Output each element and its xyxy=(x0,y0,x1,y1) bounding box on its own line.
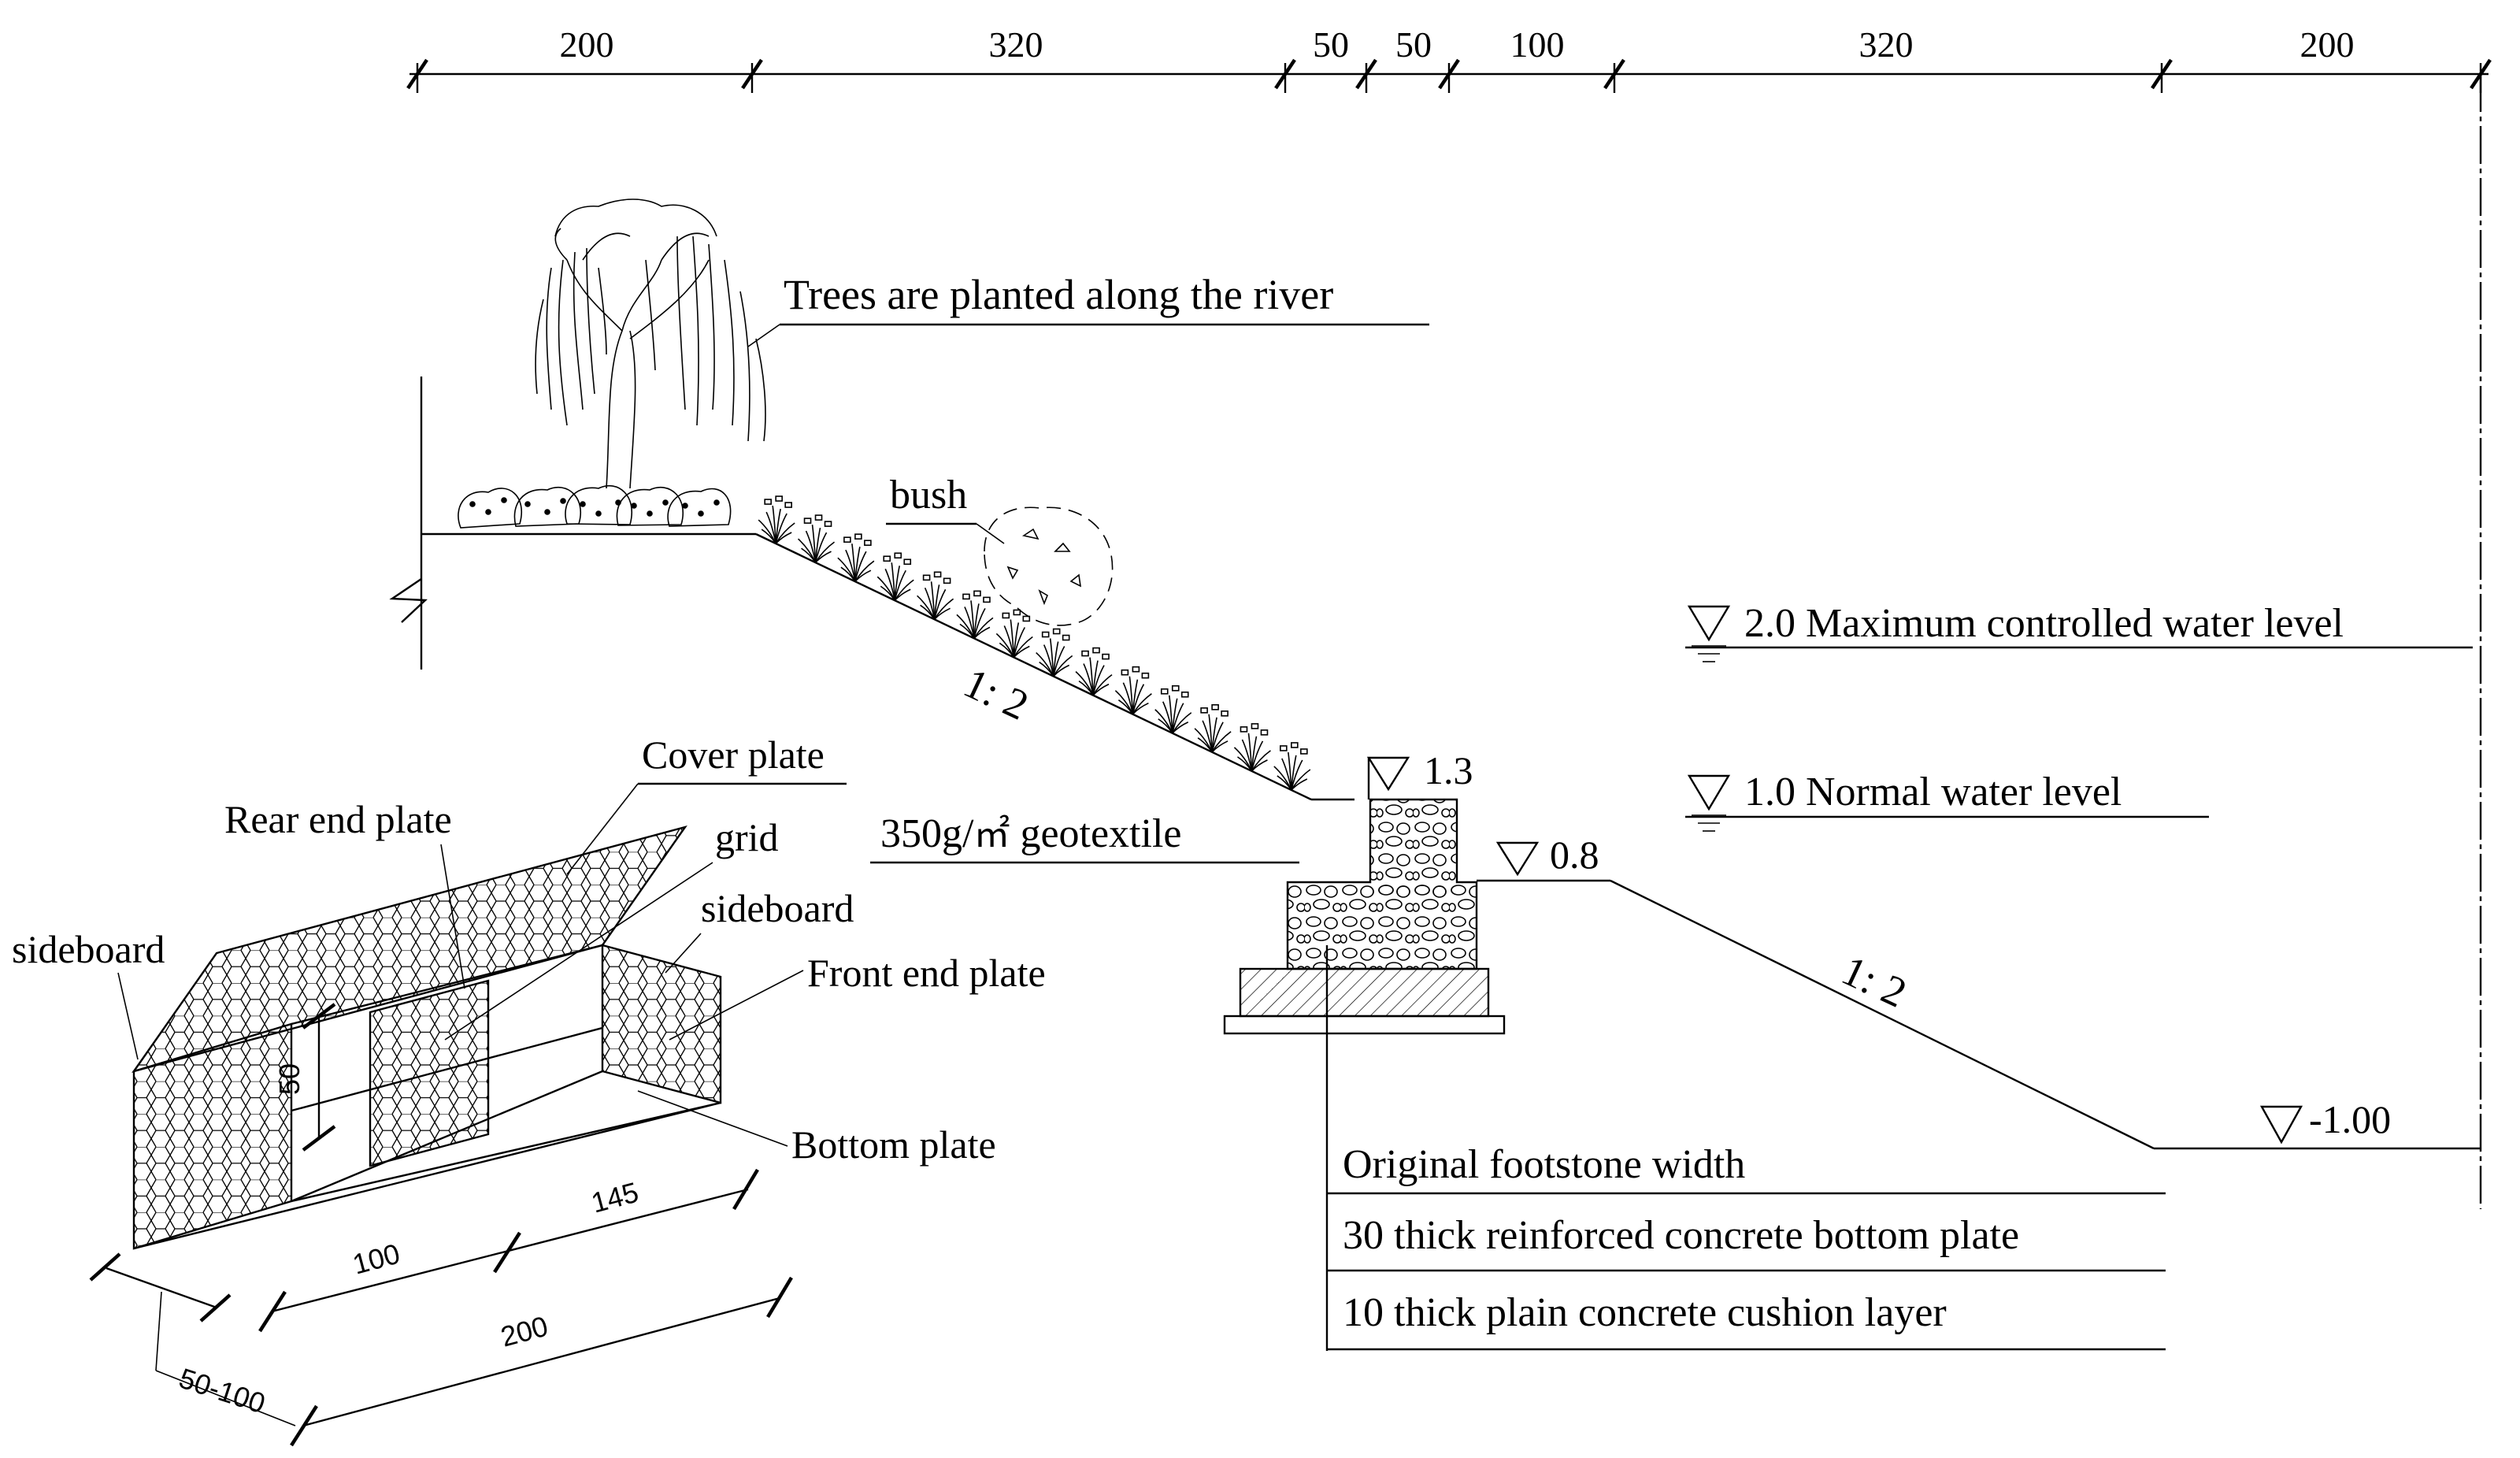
dim-100: 100 xyxy=(1510,24,1565,65)
elevation-neg1.00-label: -1.00 xyxy=(2309,1097,2391,1141)
dim-50-b: 50 xyxy=(1395,24,1432,65)
label-cover-plate: Cover plate xyxy=(642,733,825,777)
grass-tuft xyxy=(837,533,875,582)
label-grid: grid xyxy=(715,815,779,859)
willow-tree xyxy=(535,198,766,489)
grass-tuft xyxy=(956,590,994,639)
elevation-neg1.00: -1.00 xyxy=(2259,1097,2391,1145)
grass-tuft xyxy=(798,514,836,563)
left-bank xyxy=(389,377,1354,801)
trees-label: Trees are planted along the river xyxy=(784,271,1333,318)
hedge-shrubs xyxy=(458,484,732,529)
table-row-2: 30 thick reinforced concrete bottom plat… xyxy=(1343,1213,2019,1258)
label-sideboard-left: sideboard xyxy=(12,927,165,971)
grass-tuft xyxy=(1036,628,1073,677)
grass-tuft xyxy=(1233,723,1271,772)
grass-tuft xyxy=(1075,647,1113,696)
grass-tuft xyxy=(1114,666,1152,715)
gabion-dim-200: 200 xyxy=(497,1310,551,1353)
elevation-0.8: 0.8 xyxy=(1477,833,1610,882)
grass-tuft xyxy=(1194,704,1232,753)
bush-shape xyxy=(984,506,1114,626)
table-row-1: Original footstone width xyxy=(1343,1142,1745,1187)
gabion-dim-100: 100 xyxy=(349,1237,403,1281)
label-rear-end-plate: Rear end plate xyxy=(224,797,452,841)
label-front-end-plate: Front end plate xyxy=(807,951,1046,995)
water-level-normal: 1.0 Normal water level xyxy=(1685,770,2209,832)
elevation-1.3: 1.3 xyxy=(1366,748,1473,799)
slope-ratio-upper: 1: 2 xyxy=(957,659,1036,729)
top-dimension-chain: 200 320 50 50 100 320 200 xyxy=(406,24,2492,93)
grass-tuft xyxy=(758,495,795,544)
slope-grass xyxy=(758,495,1311,791)
grass-tuft xyxy=(1273,742,1311,791)
label-sideboard-right: sideboard xyxy=(701,886,854,930)
gabion-dim-145: 145 xyxy=(587,1176,642,1219)
elevation-0.8-label: 0.8 xyxy=(1550,833,1599,877)
water-level-max: 2.0 Maximum controlled water level xyxy=(1685,601,2473,662)
label-bottom-plate: Bottom plate xyxy=(791,1122,996,1167)
trees-label-group: Trees are planted along the river xyxy=(747,271,1429,347)
gabion-dim-height: 50 xyxy=(273,1063,306,1095)
grass-tuft xyxy=(917,571,954,620)
grass-tuft xyxy=(995,609,1033,659)
grass-tuft xyxy=(876,552,914,601)
dim-50-a: 50 xyxy=(1313,24,1349,65)
geotextile-label-group: 350g/㎡ geotextile xyxy=(870,811,1299,864)
table-row-3: 10 thick plain concrete cushion layer xyxy=(1343,1290,1947,1335)
dim-320-right: 320 xyxy=(1859,24,1914,65)
water-level-max-label: 2.0 Maximum controlled water level xyxy=(1744,601,2344,646)
dim-200-right: 200 xyxy=(2300,24,2355,65)
dim-200-left: 200 xyxy=(560,24,614,65)
gabion-dim-50-100: 50-100 xyxy=(176,1362,269,1420)
water-level-normal-label: 1.0 Normal water level xyxy=(1744,770,2122,814)
footstone xyxy=(1223,798,1506,1035)
footstone-notes-table: Original footstone width 30 thick reinfo… xyxy=(1327,1142,2166,1351)
grass-tuft xyxy=(1154,684,1192,734)
gabion-box: 50 xyxy=(132,825,722,1250)
slope-ratio-lower: 1: 2 xyxy=(1835,946,1914,1016)
geotextile-label: 350g/㎡ geotextile xyxy=(880,811,1181,856)
elevation-1.3-label: 1.3 xyxy=(1424,748,1473,792)
bush-label: bush xyxy=(890,473,967,518)
gabion-labels: Cover plate Rear end plate grid sideboar… xyxy=(12,733,1046,1167)
dim-320-left: 320 xyxy=(989,24,1043,65)
bush-label-group: bush xyxy=(886,473,1005,544)
